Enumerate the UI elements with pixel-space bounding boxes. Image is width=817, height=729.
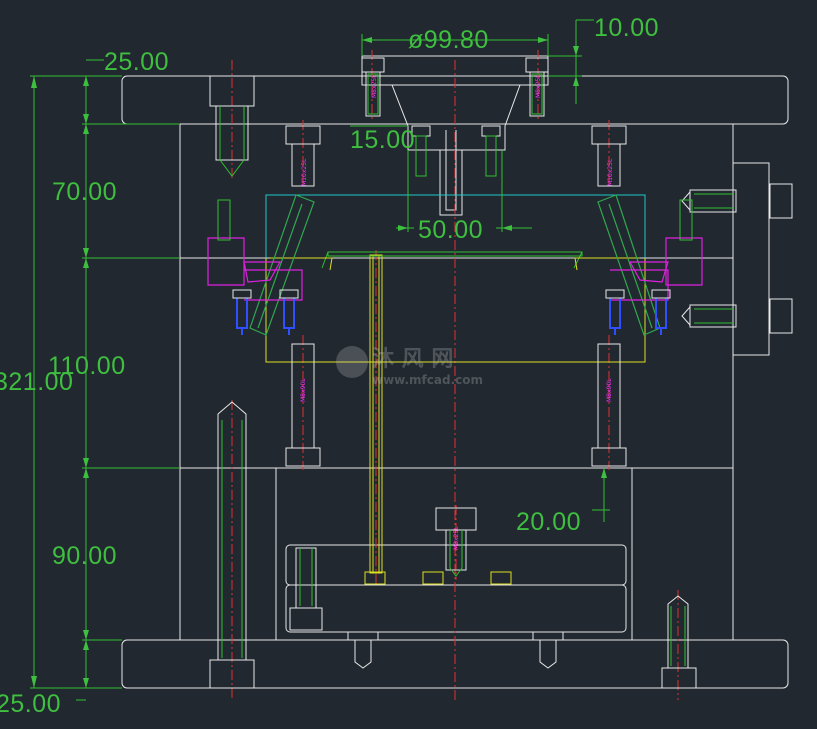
dim-b-plate: 110.00 [48,352,126,380]
sprue-bushing [439,130,463,216]
stop-pins [347,631,564,669]
label-screw-a-left: M10x25L [301,158,308,186]
ring-screw-left [361,57,385,117]
side-bolts [681,183,793,334]
dim-bottom-plate: 25.00 [0,690,61,718]
return-pin-left [289,547,323,631]
b-plate [179,257,734,469]
label-pin-left: M8x90L [300,378,307,402]
watermark: 沐 风 网 www.mfcad.com [336,346,483,387]
label-ejector-screw: M8x25L [453,526,460,550]
ejector-screw [435,507,477,577]
ejector-outline [265,254,646,585]
dim-top-plate: 25.00 [104,48,169,76]
b-plate-bolts [285,343,627,467]
lifter-left [207,194,315,336]
sprue-screws [411,125,501,177]
guide-pillar-left [209,75,255,177]
label-pin-right: M8x90L [606,378,613,402]
watermark-logo-text: 沐 风 网 [372,347,453,372]
guide-pin-long [209,401,255,689]
dim-locating-ring-dia: ø99.80 [408,26,489,54]
label-screw-ring-left: M8x25L [371,74,378,98]
dim-spacer: 90.00 [52,542,117,570]
ejector-plates [285,544,627,633]
dim-arrows [31,37,607,688]
dim-ejector-gap: 20.00 [516,508,581,536]
dim-sprue-width: 50.00 [418,216,483,244]
label-screw-a-right: M10x25L [607,158,614,186]
watermark-logo-icon [336,346,368,378]
return-pin-right [661,595,697,689]
watermark-url: www.mfcad.com [372,373,483,387]
dim-lines [30,19,610,701]
dim-overall-height: 321.00 [0,368,73,396]
hex-bolts [232,289,671,335]
locating-ring [361,55,549,151]
product-part [270,251,640,271]
dim-a-plate: 70.00 [52,178,117,206]
parting-outline [265,194,646,258]
side-block-right [732,162,770,356]
ring-screw-right [525,57,549,117]
dim-ring-height: 10.00 [594,14,659,42]
lifter-right [597,194,703,336]
label-screw-ring-right: M8x25L [535,74,542,98]
a-plate-bolts [285,125,627,187]
lifter-screws [217,199,693,241]
dim-sprue-offset: 15.00 [350,126,415,154]
